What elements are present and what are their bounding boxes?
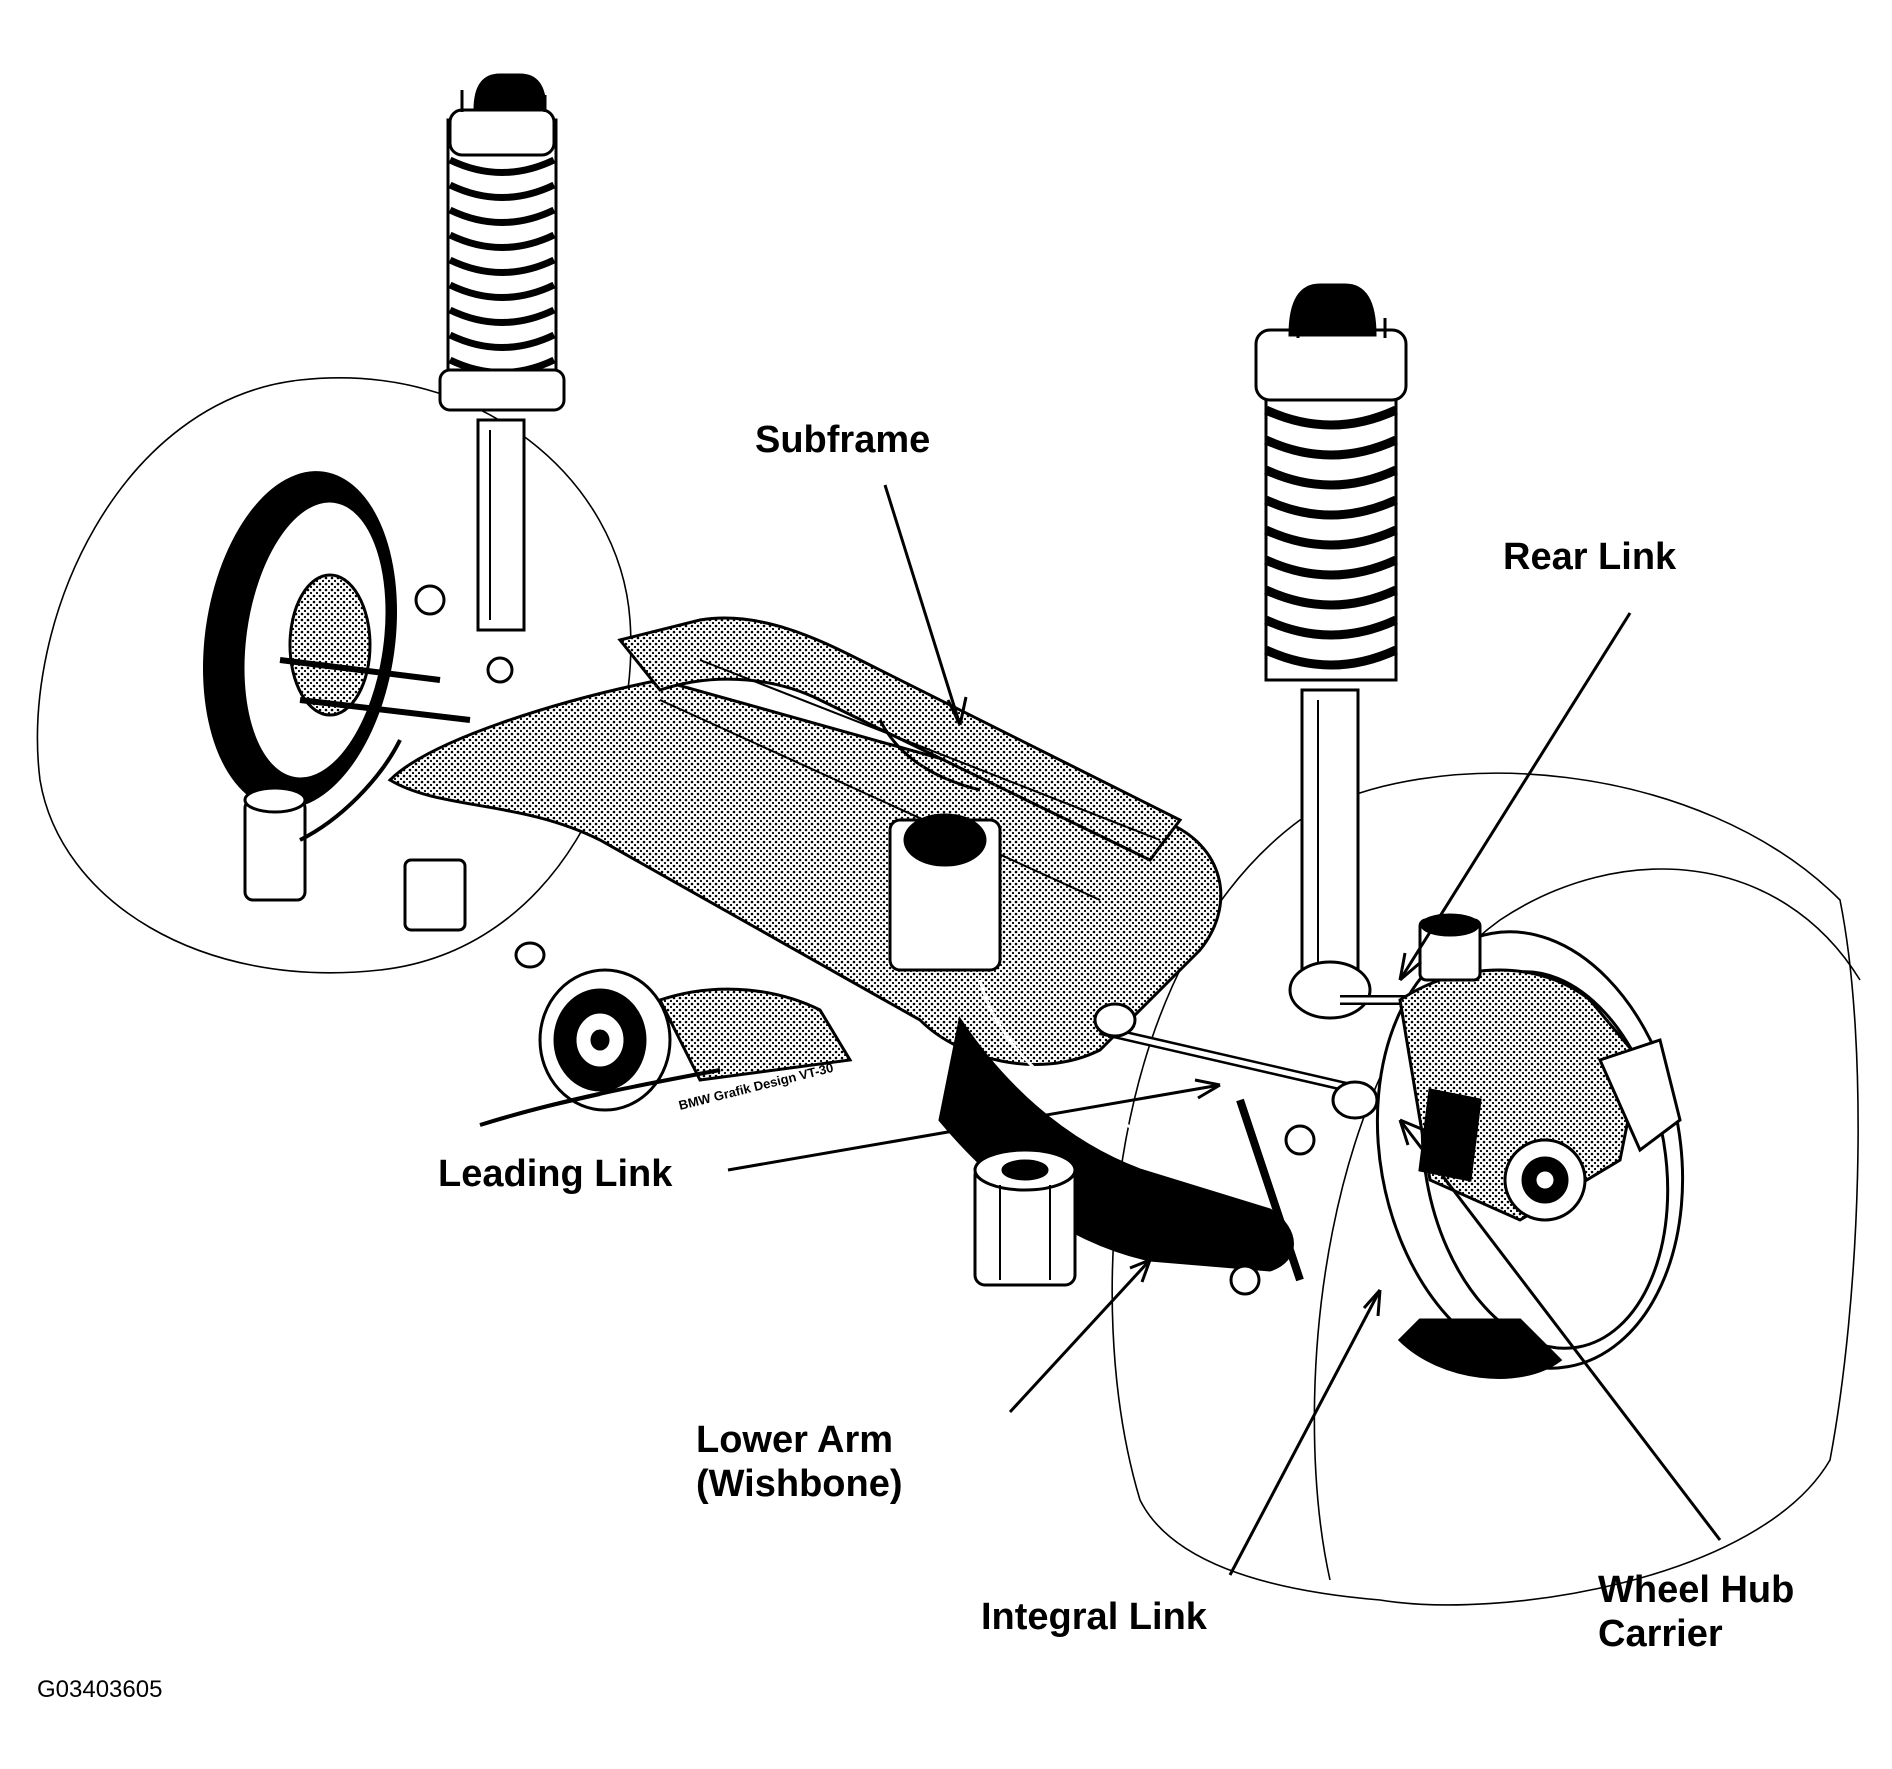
subframe-leader — [883, 484, 962, 726]
right-front-bushing — [973, 1148, 1077, 1287]
rear-link-leader — [1398, 612, 1632, 981]
label-lower-arm-line1: Lower Arm — [696, 1419, 894, 1461]
lower-arm-leader — [1008, 1258, 1152, 1414]
lower-arm-leader-arrow — [1129, 1258, 1152, 1283]
leading-link-leader — [727, 1083, 1221, 1172]
integral-link-leader-arrow — [1362, 1289, 1382, 1317]
figure-id: G03403605 — [37, 1676, 163, 1703]
right-strut-assembly — [1254, 283, 1408, 1020]
left-brake-disc — [202, 471, 398, 809]
right-hub-carrier — [1375, 913, 1685, 1379]
label-wheel-hub-carrier: Wheel Hub Carrier — [1598, 1568, 1794, 1656]
left-hub-components — [243, 584, 514, 932]
leader-lines — [727, 484, 1722, 1576]
subframe-body — [387, 616, 1223, 1066]
label-leading-link: Leading Link — [438, 1153, 673, 1195]
left-strut-assembly — [438, 73, 566, 632]
leading-link-leader-arrow — [1194, 1078, 1221, 1100]
differential-mount — [514, 813, 1002, 1112]
wheel-hub-carrier-leader — [1398, 1119, 1722, 1541]
rear-link-leader-arrow — [1398, 952, 1422, 982]
label-wheel-hub-carrier-line1: Wheel Hub — [1598, 1569, 1795, 1611]
label-wheel-hub-carrier-line2: Carrier — [1598, 1613, 1723, 1655]
label-integral-link: Integral Link — [981, 1596, 1207, 1638]
label-lower-arm: Lower Arm (Wishbone) — [696, 1418, 903, 1506]
subframe-leader-arrow — [946, 696, 968, 726]
integral-link-leader — [1228, 1289, 1382, 1576]
wheel-hub-carrier-leader-arrow — [1398, 1118, 1425, 1146]
label-subframe: Subframe — [755, 419, 931, 461]
left-wheel-outline — [36, 377, 632, 974]
label-rear-link: Rear Link — [1503, 536, 1677, 578]
label-lower-arm-line2: (Wishbone) — [696, 1463, 903, 1505]
